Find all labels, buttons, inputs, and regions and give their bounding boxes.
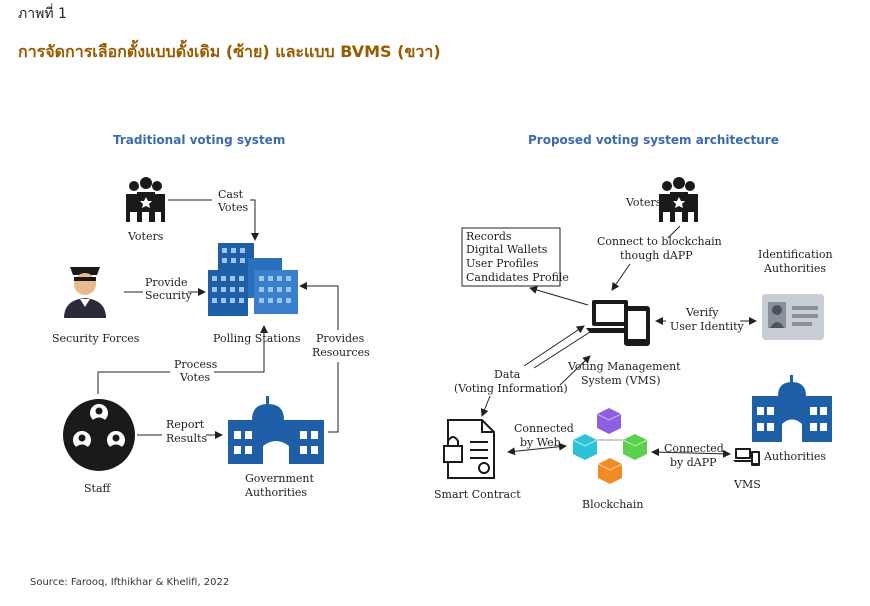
staff-icon — [63, 399, 135, 471]
provide-security-label-1: Provide — [145, 276, 188, 289]
figure-label: ภาพที่ 1 — [18, 6, 67, 22]
provides-resources-label-2: Resources — [312, 346, 370, 359]
identification-authorities-label-1: Identification — [758, 248, 833, 261]
right-voters-label: Voters — [625, 196, 662, 209]
authorities-label: Authorities — [763, 450, 826, 463]
provide-security-label-2: Security — [145, 289, 192, 302]
connect-blockchain-label-2: though dAPP — [620, 249, 693, 262]
connect-blockchain-label-1: Connect to blockchain — [597, 235, 722, 248]
authorities-building-icon — [752, 375, 832, 442]
process-votes-label-1: Process — [174, 358, 218, 371]
government-authorities-label-2: Authorities — [244, 486, 307, 499]
records-box — [461, 227, 561, 287]
security-forces-icon — [64, 267, 106, 318]
polling-stations-label: Polling Stations — [213, 332, 301, 345]
smart-contract-label: Smart Contract — [434, 488, 521, 501]
process-votes-label-2: Votes — [179, 371, 210, 384]
report-results-label-1: Report — [166, 418, 205, 431]
records-item-4: Candidates Profile — [466, 271, 569, 284]
blockchain-icon — [572, 408, 648, 484]
blockchain-label: Blockchain — [582, 498, 643, 511]
smart-contract-icon — [443, 419, 495, 479]
records-item-1: Records — [466, 230, 512, 243]
vms-small-icon — [733, 448, 760, 466]
polling-stations-icon — [208, 243, 298, 316]
vms-label-1: Voting Management — [567, 360, 681, 373]
verify-identity-label-2: User Identity — [670, 320, 745, 333]
connected-web-label-1: Connected — [514, 422, 574, 435]
verify-identity-label-1: Verify — [685, 306, 719, 319]
figure-title: การจัดการเลือกตั้งแบบดั้งเดิม (ซ้าย) และ… — [18, 42, 441, 61]
records-item-2: Digital Wallets — [466, 243, 548, 256]
provides-resources-label-1: Provides — [316, 332, 365, 345]
data-voting-label-2: (Voting Information) — [454, 382, 568, 395]
id-card-icon — [762, 294, 824, 340]
cast-votes-label-1: Cast — [218, 188, 244, 201]
vms-short-label: VMS — [733, 478, 761, 491]
right-voters-icon — [659, 177, 698, 222]
right-heading: Proposed voting system architecture — [528, 133, 779, 147]
staff-label: Staff — [84, 482, 112, 495]
left-heading: Traditional voting system — [113, 133, 285, 147]
vms-devices-icon — [586, 300, 650, 346]
government-authorities-label-1: Government — [245, 472, 315, 485]
data-voting-label-1: Data — [494, 368, 521, 381]
records-item-3: User Profiles — [466, 257, 539, 270]
connected-dapp-label-2: by dAPP — [670, 456, 717, 469]
report-results-label-2: Results — [166, 432, 207, 445]
source-note: Source: Farooq, Ifthikhar & Khelifi, 202… — [30, 577, 230, 588]
identification-authorities-label-2: Authorities — [763, 262, 826, 275]
government-authorities-icon — [228, 396, 324, 464]
voters-icon — [126, 177, 165, 222]
vms-label-2: System (VMS) — [581, 374, 661, 387]
cast-votes-label-2: Votes — [217, 201, 248, 214]
security-forces-label: Security Forces — [52, 332, 140, 345]
voters-label: Voters — [127, 230, 164, 243]
